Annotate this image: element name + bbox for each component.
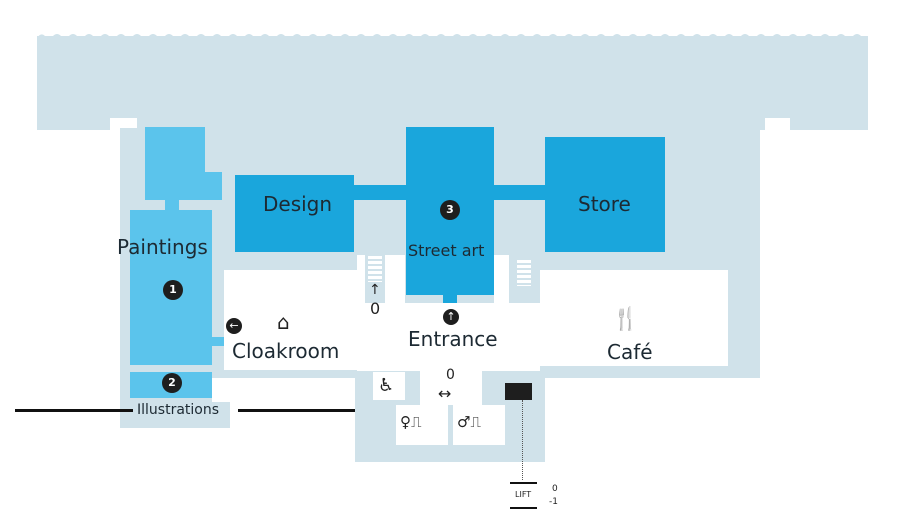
lift-label: LIFT: [515, 490, 532, 499]
stairs-level: 0: [370, 299, 381, 318]
entrance-arrow-icon: ↑: [443, 309, 459, 325]
stairs-right: [517, 260, 531, 286]
label-design: Design: [263, 192, 333, 216]
label-cloakroom: Cloakroom: [232, 339, 340, 363]
room-cafe[interactable]: [540, 270, 728, 366]
label-store: Store: [578, 192, 631, 216]
wavy-edge: [37, 34, 868, 38]
lift-level-bottom: -1: [549, 497, 558, 507]
wheelchair-icon: ♿: [378, 375, 395, 396]
number-badge-2: 2: [162, 373, 182, 393]
room-design[interactable]: [235, 175, 354, 252]
number-badge-1: 1: [163, 280, 183, 300]
men-baby-change-icon: ♂⎍: [457, 413, 481, 431]
accessible-toilet: [373, 372, 405, 400]
corridor: [354, 185, 406, 200]
label-cafe: Café: [607, 340, 653, 364]
hanger-icon: ⌂: [277, 310, 290, 334]
toilet-men: [453, 405, 505, 445]
cutlery-icon: 🍴: [612, 307, 640, 332]
lift-level: 0: [446, 367, 455, 383]
toilet-women: [396, 405, 448, 445]
room-store[interactable]: [545, 137, 665, 252]
label-entrance: Entrance: [408, 327, 498, 351]
arrow-left-icon: ←: [226, 318, 242, 334]
lift-level-top: 0: [552, 484, 558, 494]
arrow-up-icon: ↑: [369, 282, 381, 298]
stairs-left: [368, 256, 382, 282]
women-baby-change-icon: ♀⎍: [400, 413, 422, 431]
lift-marker: [505, 383, 532, 400]
elevator-arrows-icon: ↔: [438, 384, 452, 403]
label-paintings: Paintings: [117, 235, 208, 259]
lift-area: [420, 368, 482, 405]
building-top-band: [37, 36, 868, 130]
gallery-annex: [145, 127, 205, 200]
room-cloakroom[interactable]: [224, 270, 357, 370]
label-street-art: Street art: [408, 241, 485, 260]
label-illustrations: Illustrations: [137, 402, 220, 418]
number-badge-3: 3: [440, 200, 460, 220]
